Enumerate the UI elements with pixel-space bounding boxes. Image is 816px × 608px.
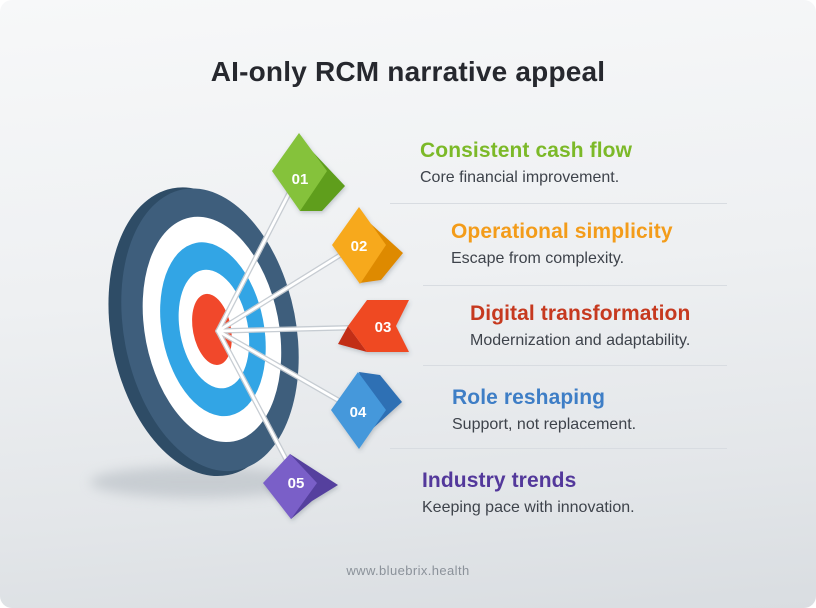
badge-01-number: 01 <box>292 171 309 188</box>
divider <box>390 448 727 449</box>
item-description: Modernization and adaptability. <box>470 332 691 349</box>
list-item-industry-trends: Industry trends Keeping pace with innova… <box>422 468 742 519</box>
item-description: Keeping pace with innovation. <box>422 499 635 516</box>
list-item-role-reshaping: Role reshaping Support, not replacement. <box>452 385 772 436</box>
badge-02: 02 <box>332 207 403 284</box>
list-item-digital-transformation: Digital transformation Modernization and… <box>470 301 790 352</box>
item-title: Industry trends <box>422 469 577 492</box>
badge-01: 01 <box>272 133 345 211</box>
item-title: Digital transformation <box>470 302 691 325</box>
divider <box>423 285 727 286</box>
badge-04: 04 <box>331 372 402 449</box>
badge-02-number: 02 <box>351 238 368 255</box>
badge-04-number: 04 <box>350 404 367 421</box>
item-description: Core financial improvement. <box>420 169 620 186</box>
divider <box>423 365 727 366</box>
divider <box>390 203 727 204</box>
badge-03-number: 03 <box>375 319 392 336</box>
page-title: AI-only RCM narrative appeal <box>210 56 606 87</box>
item-description: Support, not replacement. <box>452 416 637 433</box>
item-title: Consistent cash flow <box>420 139 633 162</box>
list-item-consistent-cash-flow: Consistent cash flow Core financial impr… <box>420 138 740 189</box>
list-item-operational-simplicity: Operational simplicity Escape from compl… <box>451 219 771 270</box>
item-description: Escape from complexity. <box>451 250 625 267</box>
connector-lines <box>215 169 383 483</box>
target-shadow <box>90 466 306 498</box>
badge-05-number: 05 <box>288 475 305 492</box>
footer-url: www.bluebrix.health <box>346 563 470 578</box>
item-title: Operational simplicity <box>451 220 673 243</box>
badge-03: 03 <box>338 300 409 352</box>
item-title: Role reshaping <box>452 386 606 409</box>
badge-05: 05 <box>263 454 338 519</box>
